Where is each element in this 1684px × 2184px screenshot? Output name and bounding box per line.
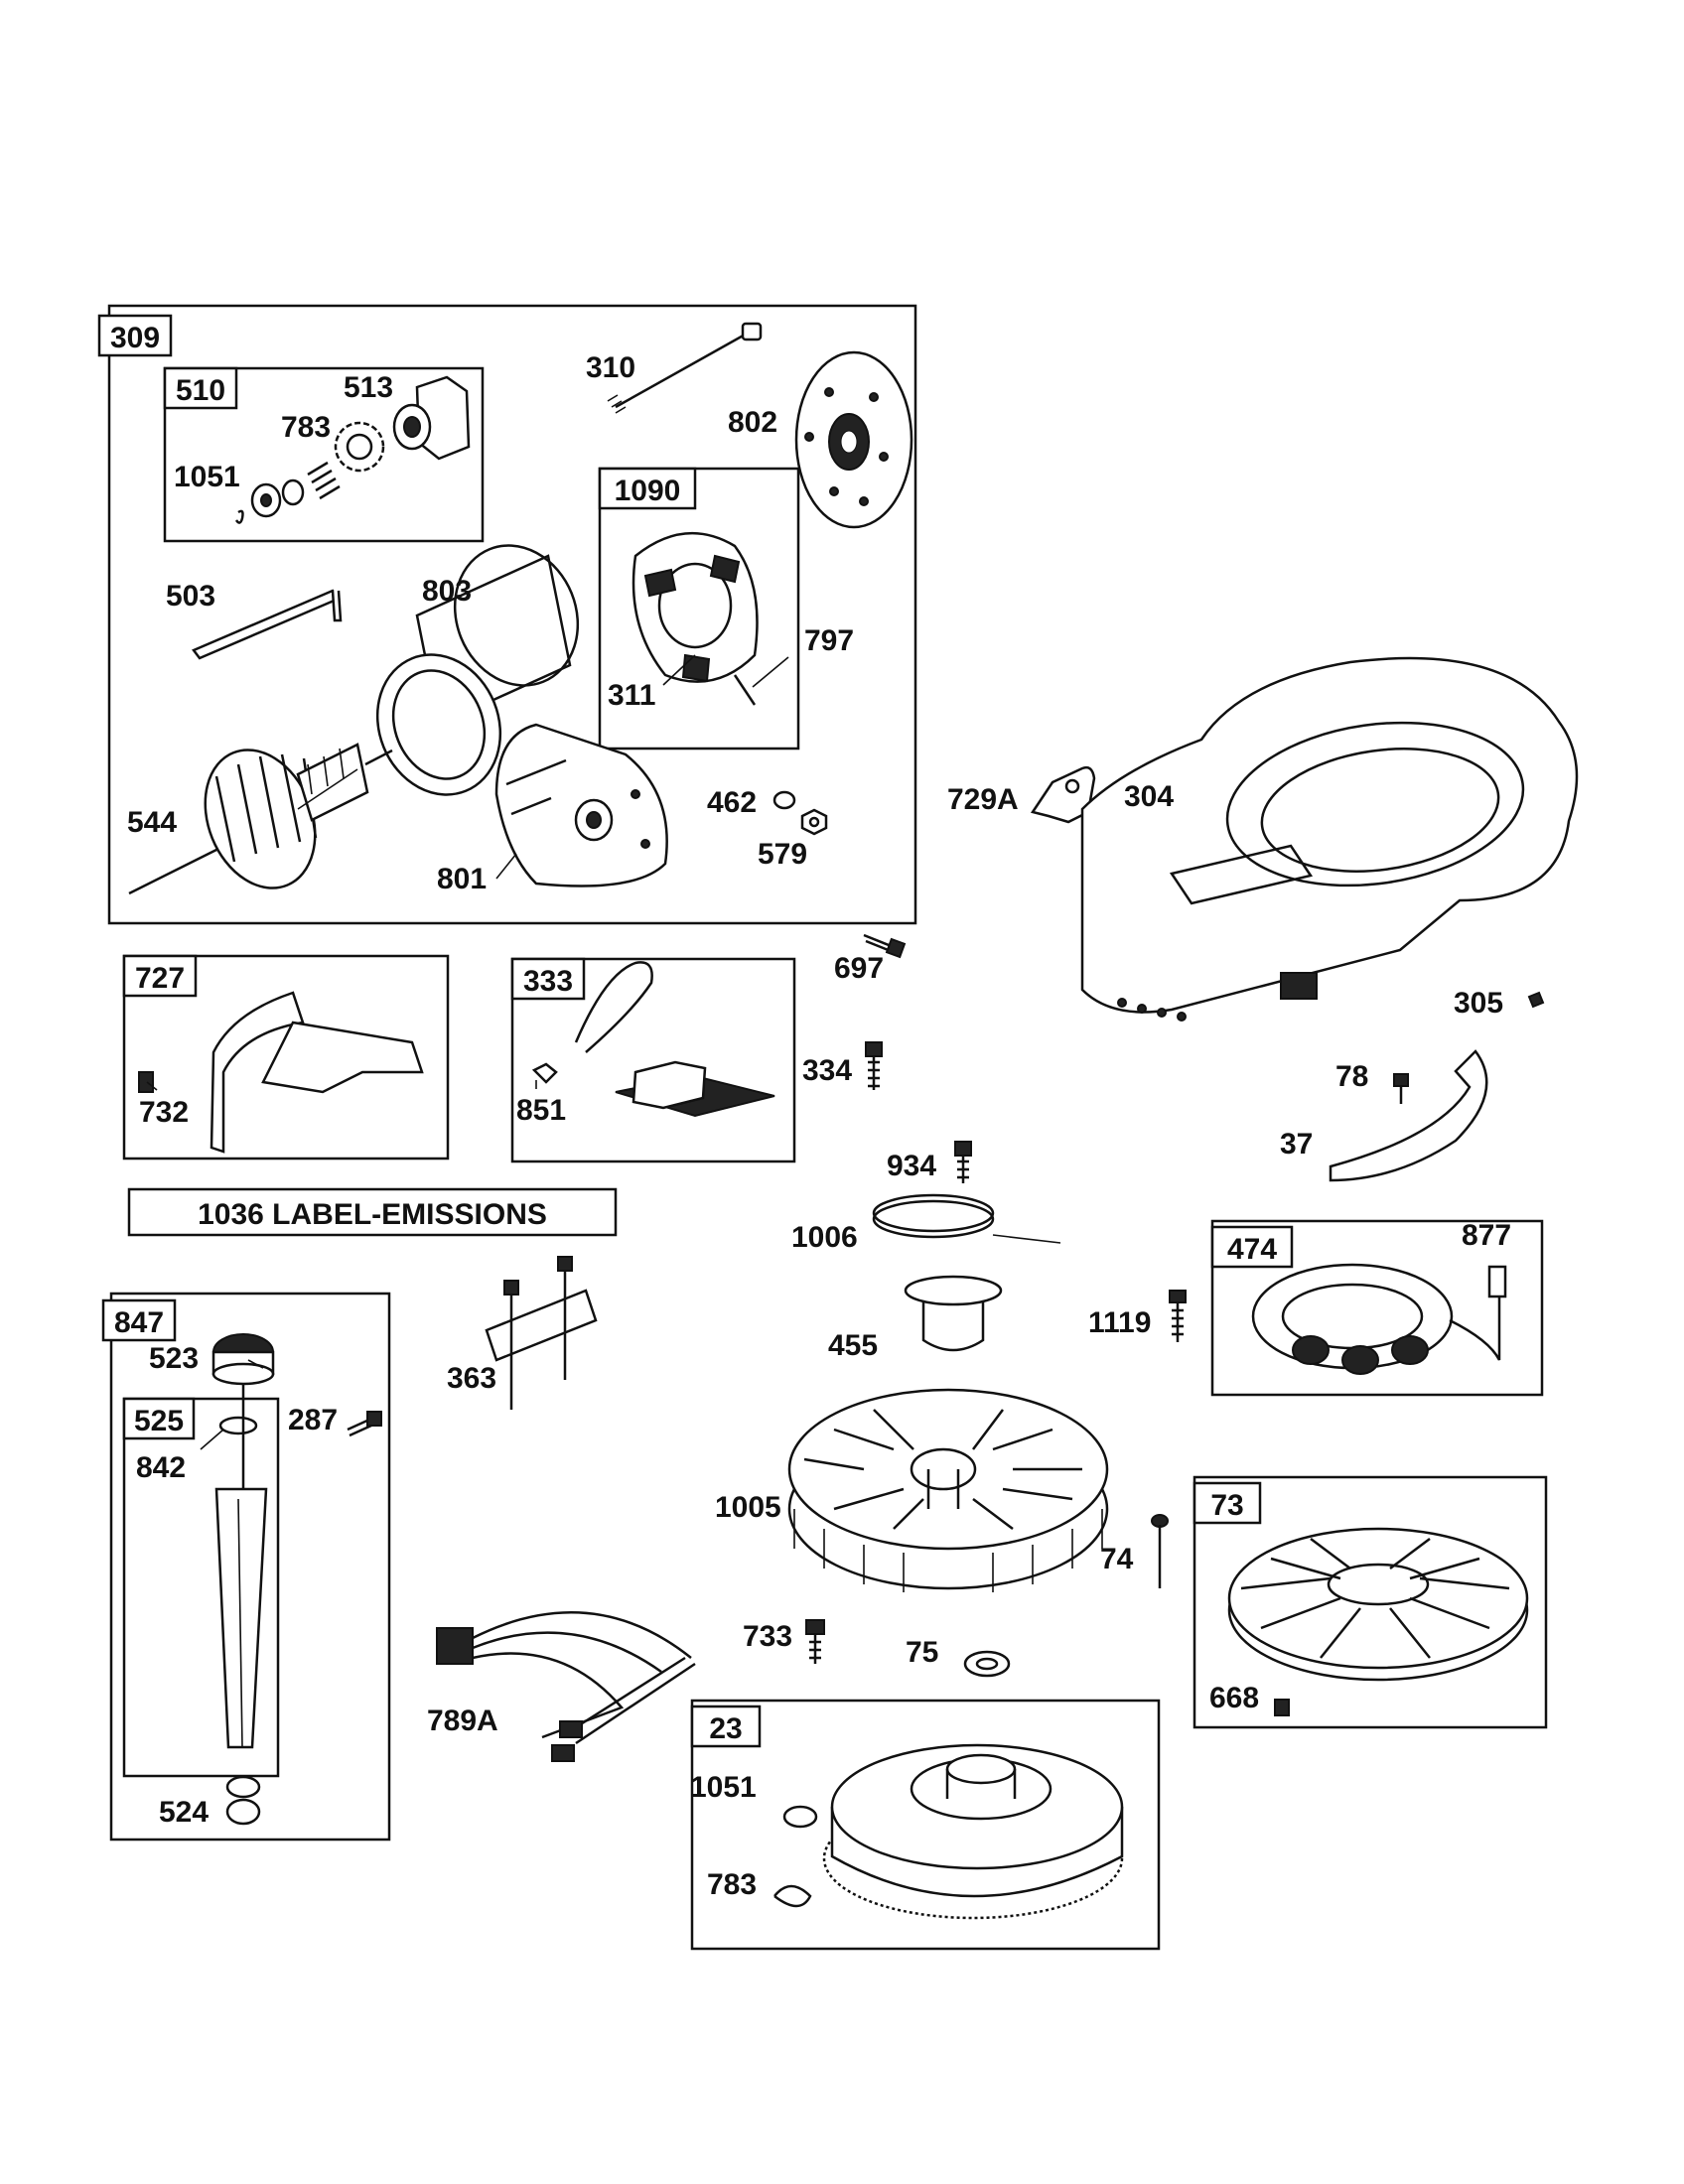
leader-lines: [146, 654, 1061, 1450]
screw-733-washer-75-drawing: [805, 1619, 1011, 1678]
screw-934-drawing: [954, 1141, 972, 1183]
label-802: 802: [728, 406, 777, 439]
group-box-727: 727: [122, 954, 450, 1160]
armature-drawing: [128, 743, 393, 895]
blower-housing-drawing: [1080, 656, 1579, 1022]
bracket-363-drawing: [485, 1256, 598, 1410]
rotating-screen-drawing: [1227, 1527, 1529, 1716]
label-801: 801: [437, 863, 487, 895]
label-1119: 1119: [1088, 1306, 1151, 1339]
through-bolt-drawing: [607, 322, 763, 414]
label-304: 304: [1124, 780, 1174, 813]
group-box-333: 333: [510, 957, 796, 1163]
emissions-label: 1036 LABEL-EMISSIONS: [198, 1198, 547, 1231]
group-box-847: 847: [101, 1292, 391, 1842]
label-851: 851: [516, 1094, 566, 1127]
air-vane-drawing: [1329, 991, 1545, 1182]
label-729a: 729A: [947, 783, 1019, 816]
group-label-525: 525: [134, 1405, 184, 1437]
label-1051-a: 1051: [174, 461, 240, 493]
group-box-309: 309: [97, 304, 917, 925]
group-label-333: 333: [523, 965, 573, 998]
ignition-armature-drawing: [531, 961, 775, 1118]
label-75: 75: [906, 1636, 938, 1669]
brush-holder-drawing: [632, 531, 759, 706]
label-1005: 1005: [715, 1491, 781, 1524]
group-label-73: 73: [1210, 1489, 1243, 1522]
label-311: 311: [608, 679, 655, 712]
group-box-525: 525: [122, 1397, 280, 1778]
part-labels: 310 802 513 783 1051 503 803 797 311 544…: [127, 351, 1511, 1901]
label-310: 310: [586, 351, 635, 384]
label-78: 78: [1335, 1060, 1368, 1093]
label-877: 877: [1462, 1219, 1511, 1252]
wiring-harness-drawing: [436, 1611, 696, 1762]
label-334: 334: [802, 1054, 852, 1087]
label-789a: 789A: [427, 1705, 498, 1737]
group-label-474: 474: [1227, 1233, 1277, 1266]
flywheel-drawing: [773, 1743, 1124, 1920]
label-934: 934: [887, 1150, 936, 1182]
dipstick-drawing: [211, 1333, 275, 1826]
label-74: 74: [1100, 1543, 1134, 1575]
label-732: 732: [139, 1096, 189, 1129]
end-plate-drawing: [794, 350, 913, 529]
label-579: 579: [758, 838, 807, 871]
group-box-73: 73: [1193, 1475, 1548, 1729]
label-305: 305: [1454, 987, 1503, 1020]
label-462: 462: [707, 786, 757, 819]
group-label-1090: 1090: [615, 475, 681, 507]
label-697: 697: [834, 952, 884, 985]
label-842: 842: [136, 1451, 186, 1484]
screw-287-drawing: [347, 1411, 382, 1437]
label-544: 544: [127, 806, 177, 839]
label-783-b: 783: [707, 1868, 757, 1901]
label-37: 37: [1280, 1128, 1313, 1160]
fan-retainer-drawing: [872, 1193, 1003, 1352]
alternator-drawing: [1251, 1263, 1507, 1375]
group-label-510: 510: [176, 374, 225, 407]
label-513: 513: [344, 371, 393, 404]
label-455: 455: [828, 1329, 878, 1362]
label-503: 503: [166, 580, 215, 613]
group-box-23: 23: [690, 1699, 1161, 1951]
emissions-label-box: 1036 LABEL-EMISSIONS: [127, 1187, 618, 1237]
air-guide-drawing: [138, 991, 424, 1154]
screw-334-drawing: [865, 1041, 883, 1090]
label-733: 733: [743, 1620, 792, 1653]
label-1006: 1006: [791, 1221, 858, 1254]
screw-74-drawing: [1151, 1514, 1169, 1588]
label-797: 797: [804, 624, 854, 657]
group-box-1090: 1090: [598, 467, 800, 751]
screw-1119-drawing: [1169, 1290, 1187, 1342]
label-363: 363: [447, 1362, 496, 1395]
starter-drive-drawing: [234, 375, 471, 524]
label-803: 803: [422, 575, 472, 608]
label-1051-b: 1051: [690, 1771, 757, 1804]
label-783-a: 783: [281, 411, 331, 444]
group-label-727: 727: [135, 962, 185, 995]
group-box-474: 474: [1210, 1219, 1544, 1397]
drive-end-cap-drawing: [494, 723, 668, 887]
motor-housing-drawing: [375, 544, 580, 796]
group-label-309: 309: [110, 322, 160, 354]
group-label-847: 847: [114, 1306, 164, 1339]
group-box-510: 510: [163, 366, 485, 543]
washer-nut-drawing: [772, 790, 828, 836]
group-label-23: 23: [709, 1712, 742, 1745]
fan-1005-drawing: [787, 1388, 1109, 1592]
label-524: 524: [159, 1796, 209, 1829]
screw-697-drawing: [863, 933, 907, 959]
brush-clip-drawing: [192, 589, 343, 660]
label-287: 287: [288, 1404, 338, 1436]
label-523: 523: [149, 1342, 199, 1375]
label-668: 668: [1209, 1682, 1259, 1714]
